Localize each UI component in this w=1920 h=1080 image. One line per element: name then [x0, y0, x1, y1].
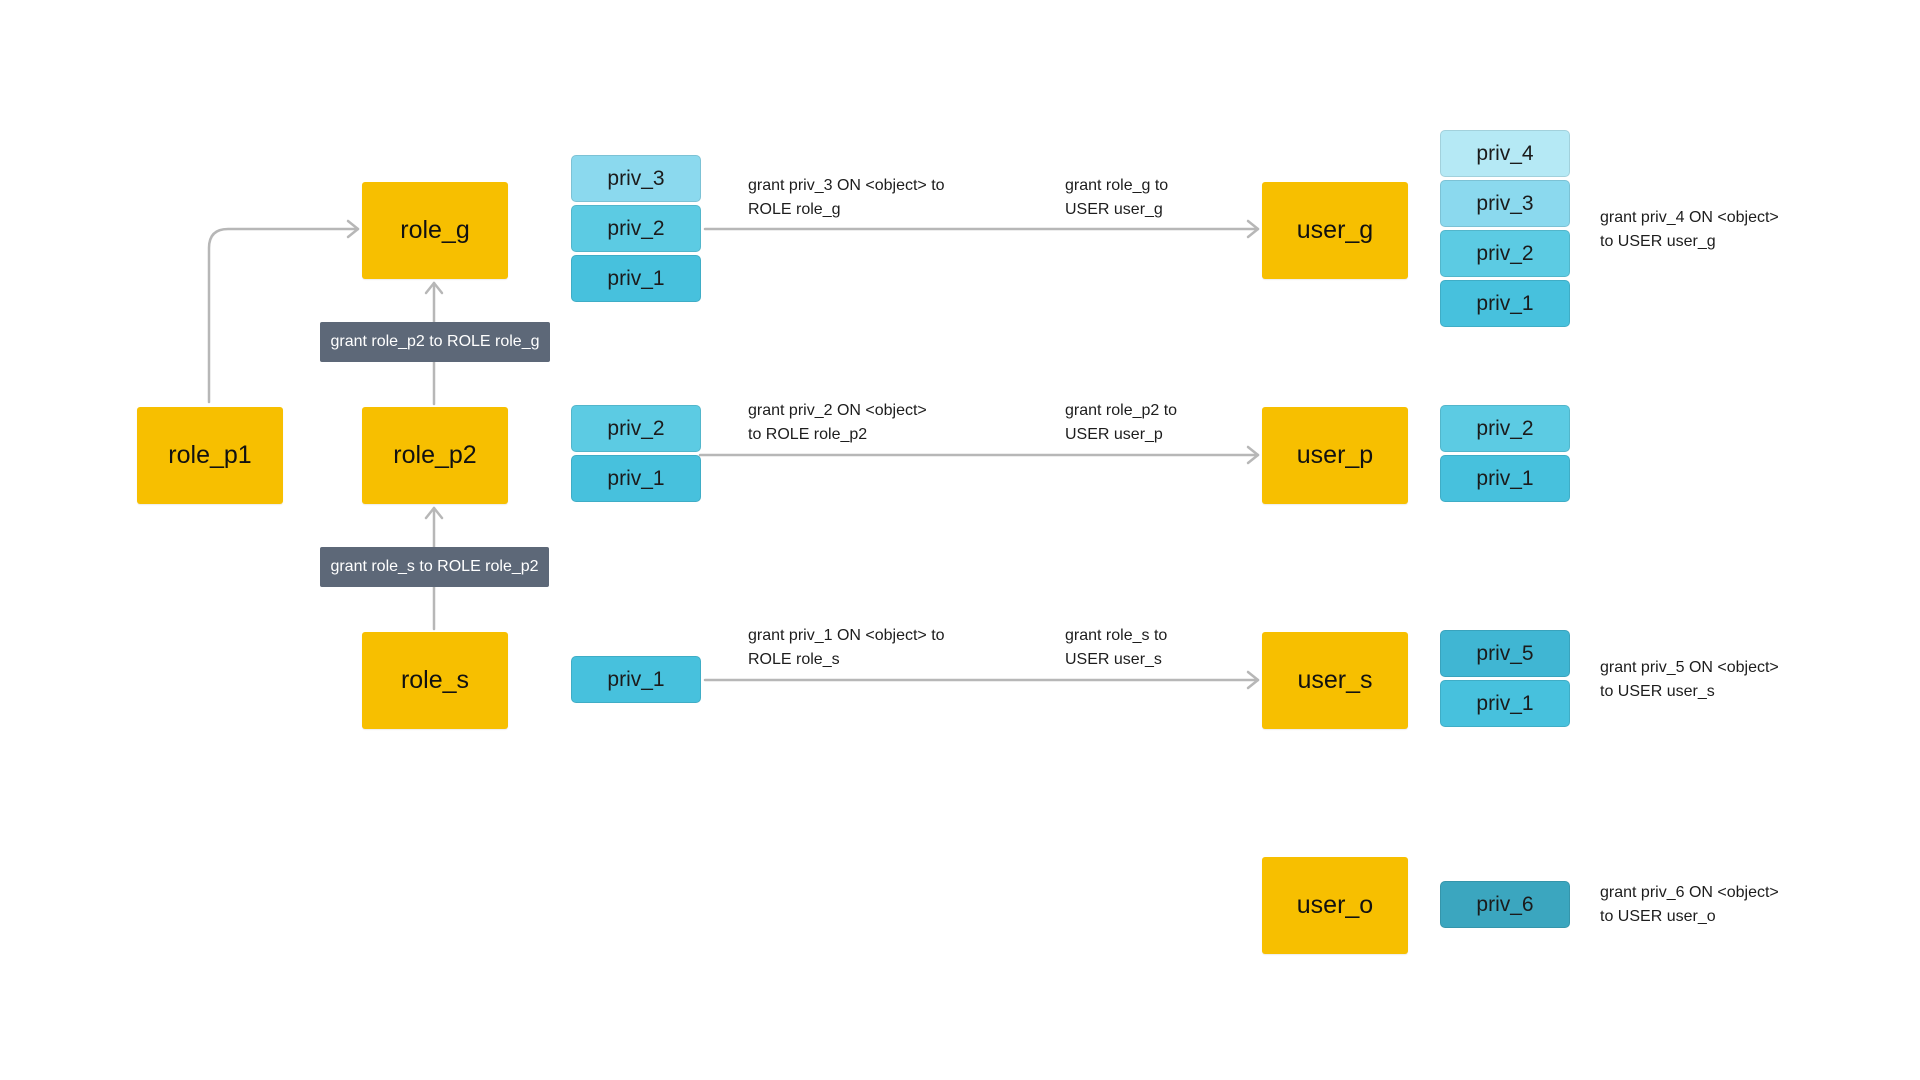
- user-g-priv-3: priv_3: [1440, 180, 1570, 227]
- note-role-g-to-user-g: grant role_g to USER user_g: [1065, 177, 1169, 218]
- role-p2-label: role_p2: [393, 441, 477, 469]
- grant-tag-text: grant role_s to ROLE role_p2: [330, 558, 539, 575]
- user-g-priv-4: priv_4: [1440, 130, 1570, 177]
- role-s-box: role_s: [362, 632, 508, 729]
- arrowhead-role-g-bottom: [424, 281, 444, 295]
- priv-label: priv_1: [1476, 291, 1534, 315]
- role-g-priv-2: priv_2: [571, 205, 701, 252]
- role-p1-box: role_p1: [137, 407, 283, 504]
- user-g-box: user_g: [1262, 182, 1408, 279]
- note-priv-1-to-role-s: grant priv_1 ON <object> to ROLE role_s: [748, 627, 945, 668]
- user-g-priv-2: priv_2: [1440, 230, 1570, 277]
- arrowhead-user-s: [1246, 670, 1260, 690]
- note-role-s-to-user-s: grant role_s to USER user_s: [1065, 627, 1168, 668]
- user-o-label: user_o: [1296, 891, 1374, 919]
- role-g-label: role_g: [400, 216, 470, 244]
- priv-label: priv_2: [1476, 416, 1534, 440]
- user-p-label: user_p: [1296, 441, 1374, 469]
- grant-tag-text: grant role_p2 to ROLE role_g: [330, 333, 540, 350]
- priv-label: priv_5: [1476, 641, 1534, 665]
- user-p-box: user_p: [1262, 407, 1408, 504]
- priv-label: priv_1: [607, 667, 665, 691]
- user-s-box: user_s: [1262, 632, 1408, 729]
- priv-label: priv_2: [1476, 241, 1534, 265]
- user-g-label: user_g: [1296, 216, 1374, 244]
- user-g-priv-1: priv_1: [1440, 280, 1570, 327]
- priv-label: priv_3: [607, 166, 665, 190]
- edge-role-p1-to-role-g: [207, 227, 360, 404]
- user-o-priv-6: priv_6: [1440, 881, 1570, 928]
- user-p-priv-2: priv_2: [1440, 405, 1570, 452]
- role-g-priv-1: priv_1: [571, 255, 701, 302]
- grant-tag-role-s-to-role-p2: grant role_s to ROLE role_p2: [320, 547, 549, 587]
- note-role-p2-to-user-p: grant role_p2 to USER user_p: [1065, 402, 1178, 443]
- grant-tag-role-p2-to-role-g: grant role_p2 to ROLE role_g: [320, 322, 550, 362]
- priv-label: priv_1: [1476, 691, 1534, 715]
- role-g-box: role_g: [362, 182, 508, 279]
- note-priv-2-to-role-p2: grant priv_2 ON <object> to ROLE role_p2: [748, 402, 927, 443]
- note-priv-5-to-user-s: grant priv_5 ON <object> to USER user_s: [1600, 659, 1779, 700]
- arrowhead-role-g-left: [346, 219, 360, 239]
- priv-label: priv_3: [1476, 191, 1534, 215]
- user-s-label: user_s: [1297, 666, 1373, 694]
- role-p1-label: role_p1: [168, 441, 252, 469]
- priv-label: priv_1: [1476, 466, 1534, 490]
- role-p2-priv-2: priv_2: [571, 405, 701, 452]
- priv-label: priv_6: [1476, 892, 1534, 916]
- note-priv-3-to-role-g: grant priv_3 ON <object> to ROLE role_g: [748, 177, 945, 218]
- arrowhead-role-p2-bottom: [424, 506, 444, 520]
- priv-label: priv_1: [607, 266, 665, 290]
- priv-label: priv_2: [607, 416, 665, 440]
- role-p2-priv-1: priv_1: [571, 455, 701, 502]
- role-s-label: role_s: [400, 666, 470, 694]
- priv-label: priv_4: [1476, 141, 1534, 165]
- note-priv-4-to-user-g: grant priv_4 ON <object> to USER user_g: [1600, 209, 1779, 250]
- user-s-priv-5: priv_5: [1440, 630, 1570, 677]
- role-s-priv-1: priv_1: [571, 656, 701, 703]
- arrowhead-user-g: [1246, 219, 1260, 239]
- priv-label: priv_1: [607, 466, 665, 490]
- note-priv-6-to-user-o: grant priv_6 ON <object> to USER user_o: [1600, 884, 1779, 925]
- user-s-priv-1: priv_1: [1440, 680, 1570, 727]
- role-g-priv-3: priv_3: [571, 155, 701, 202]
- user-o-box: user_o: [1262, 857, 1408, 954]
- priv-label: priv_2: [607, 216, 665, 240]
- role-p2-box: role_p2: [362, 407, 508, 504]
- arrowhead-user-p: [1246, 445, 1260, 465]
- user-p-priv-1: priv_1: [1440, 455, 1570, 502]
